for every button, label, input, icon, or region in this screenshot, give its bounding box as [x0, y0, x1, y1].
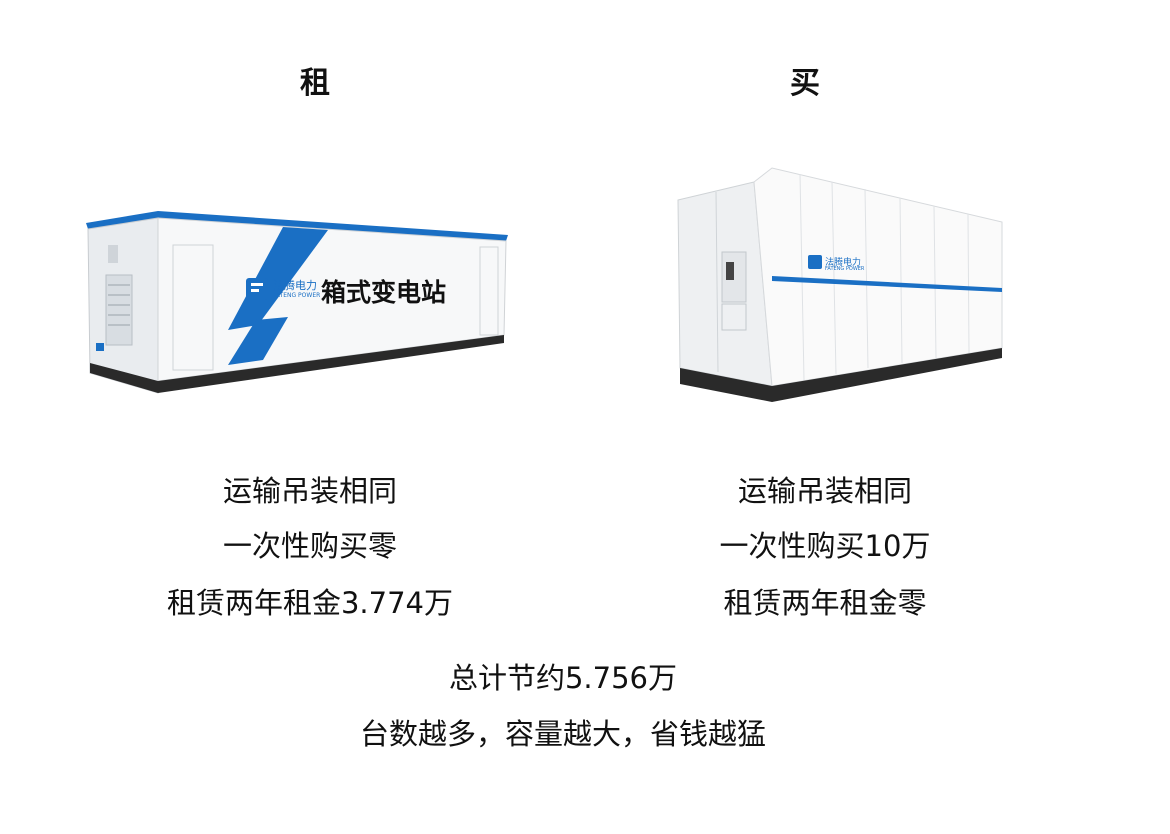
rent-line-lease: 租赁两年租金3.774万 [166, 586, 454, 620]
buy-line-transport: 运输吊装相同 [737, 474, 912, 508]
buy-line-purchase: 一次性购买10万 [719, 529, 931, 563]
summary-slogan: 台数越多，容量越大，省钱越猛 [359, 717, 766, 751]
buy-title: 买 [790, 66, 820, 101]
buy-line-lease: 租赁两年租金零 [723, 586, 927, 620]
box-substation-image: 箱式变电站 法腾电力 FATENG POWER [78, 205, 510, 400]
brand-label: 法腾电力 [273, 279, 317, 292]
cabinet-image: 法腾电力 FATENG POWER [672, 162, 1012, 412]
product-name-label: 箱式变电站 [321, 278, 447, 307]
summary-total: 总计节约5.756万 [448, 661, 678, 695]
rent-line-purchase: 一次性购买零 [222, 529, 397, 563]
rent-title: 租 [300, 66, 330, 101]
brand-en-label: FATENG POWER [825, 266, 865, 272]
rent-line-transport: 运输吊装相同 [222, 474, 397, 508]
brand-label: 法腾电力 [825, 258, 862, 268]
brand-en-label: FATENG POWER [273, 292, 321, 299]
